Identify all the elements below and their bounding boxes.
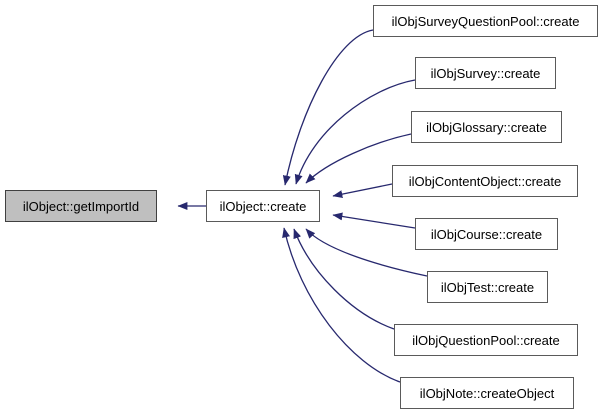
node-root-ilobject-getimportid[interactable]: ilObject::getImportId (5, 190, 157, 222)
edge-caller-7-to-hub (282, 227, 401, 383)
node-label: ilObjSurvey::create (430, 65, 541, 81)
node-ilobjnote-createobject[interactable]: ilObjNote::createObject (400, 377, 574, 409)
node-label: ilObjCourse::create (430, 226, 543, 242)
node-ilobjsurvey-create[interactable]: ilObjSurvey::create (415, 57, 556, 89)
node-hub-ilobject-create[interactable]: ilObject::create (206, 190, 320, 222)
node-ilobjsurveyquestionpool-create[interactable]: ilObjSurveyQuestionPool::create (373, 5, 598, 37)
node-label: ilObjSurveyQuestionPool::create (391, 13, 580, 29)
node-label: ilObjQuestionPool::create (412, 332, 560, 348)
node-label: ilObjGlossary::create (426, 119, 547, 135)
node-ilobjcontentobject-create[interactable]: ilObjContentObject::create (392, 165, 578, 197)
node-label: ilObject::create (219, 198, 307, 214)
edge-caller-3-to-hub (332, 183, 393, 199)
edge-caller-5-to-hub (305, 228, 428, 277)
node-label: ilObjNote::createObject (419, 385, 555, 401)
node-ilobjquestionpool-create[interactable]: ilObjQuestionPool::create (394, 324, 578, 356)
node-label: ilObject::getImportId (22, 198, 140, 214)
node-label: ilObjTest::create (440, 279, 535, 295)
node-ilobjcourse-create[interactable]: ilObjCourse::create (415, 218, 558, 250)
edge-caller-6-to-hub (293, 228, 395, 330)
node-ilobjtest-create[interactable]: ilObjTest::create (427, 271, 548, 303)
edge-caller-0-to-hub (282, 29, 374, 186)
edge-caller-4-to-hub (332, 212, 416, 229)
node-label: ilObjContentObject::create (408, 173, 562, 189)
node-ilobjglossary-create[interactable]: ilObjGlossary::create (411, 111, 562, 143)
